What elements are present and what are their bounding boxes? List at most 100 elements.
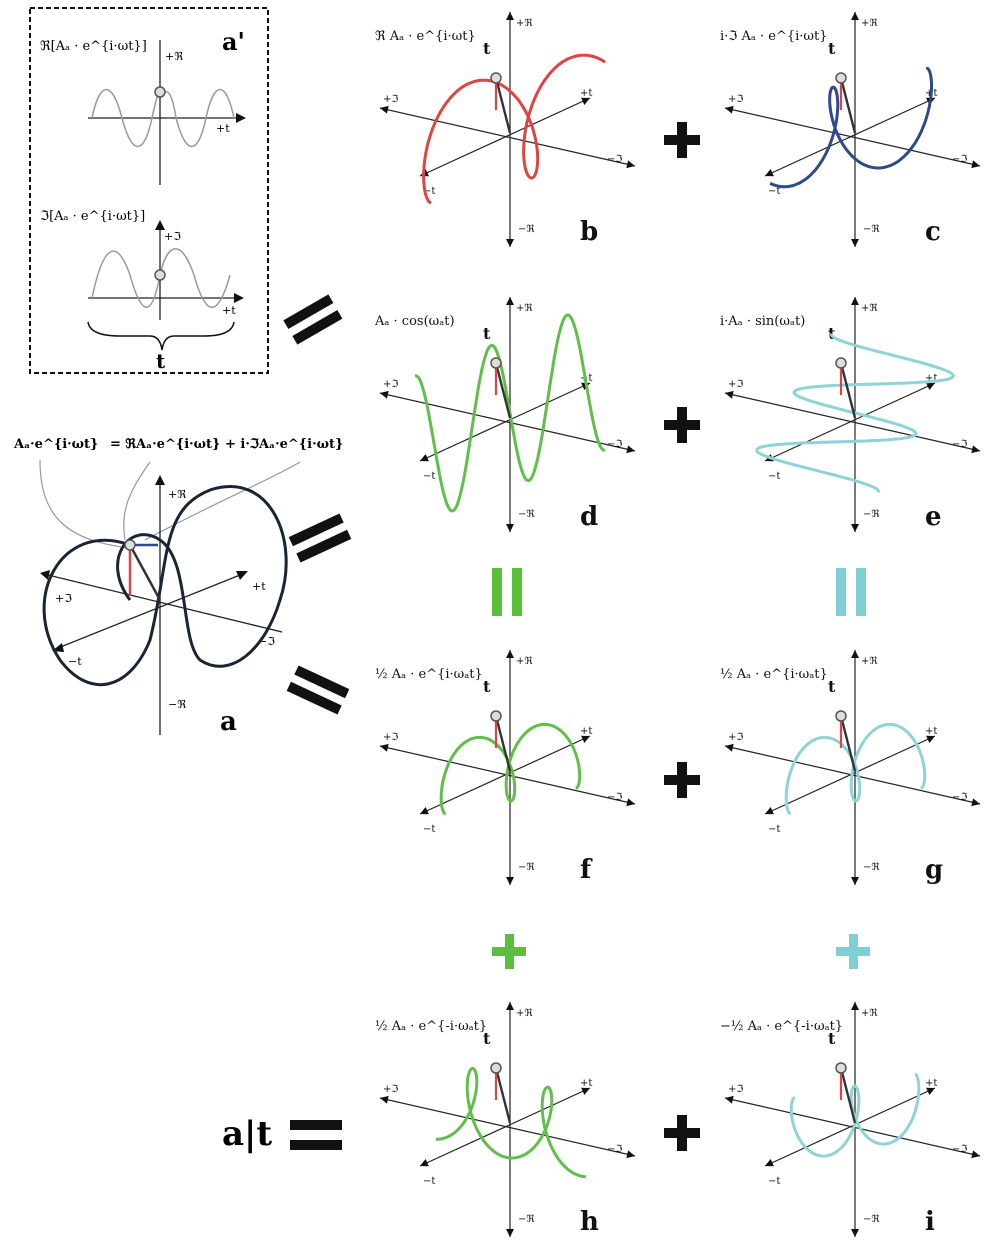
parallel-cyan — [836, 568, 866, 616]
axis-arrowhead — [971, 160, 980, 169]
panel-e-imag-axis — [724, 392, 981, 452]
panel-h-minus-t: −t — [423, 1176, 435, 1187]
panel-i-minus-re: −ℜ — [863, 1214, 880, 1225]
panel-a-equation-mid: = ℜAₐ·e^{i·ωt} — [110, 437, 220, 452]
axis-arrowhead — [506, 524, 514, 532]
panel-d-phasor — [494, 362, 512, 419]
axis-arrowhead — [926, 1087, 935, 1095]
panel-g-letter: g — [925, 855, 943, 885]
panel-h-imag-axis — [379, 1097, 636, 1157]
panel-f-tip-point — [490, 710, 502, 722]
panel-h-letter: h — [580, 1207, 599, 1237]
panel-f-phasor — [494, 715, 512, 772]
panel-f-eval-t: t — [483, 677, 491, 696]
panel-d-letter: d — [580, 502, 598, 532]
axis-arrowhead — [926, 735, 935, 743]
equals-sign-1 — [283, 294, 343, 345]
panel-g-formula: ½ Aₐ · e^{i·ωₐt} — [720, 667, 828, 682]
axis-arrowhead — [581, 97, 590, 105]
panel-d-minus-t: −t — [423, 471, 435, 482]
panel-h-curve — [435, 1066, 586, 1179]
panel-e-formula: i·Aₐ · sin(ωₐt) — [720, 314, 805, 329]
panel-d: Aₐ · cos(ωₐt)t+ℜ−ℜ+ℑ−ℑ+t−td — [374, 297, 636, 532]
inset-top-t-label: +t — [216, 122, 230, 135]
period-brace — [87, 321, 235, 351]
panel-d-formula: Aₐ · cos(ωₐt) — [374, 314, 455, 329]
panel-c-minus-re: −ℜ — [863, 224, 880, 235]
panel-c-time-axis — [764, 97, 936, 177]
panel-c-curve — [769, 66, 933, 189]
panel-g-minus-t: −t — [768, 824, 780, 835]
panel-c-minus-im: −ℑ — [952, 154, 967, 165]
axis-arrowhead — [851, 239, 859, 247]
panel-i-minus-im: −ℑ — [952, 1144, 967, 1155]
panel-c-minus-t: −t — [768, 186, 780, 197]
axis-arrowhead — [380, 1095, 389, 1104]
panel-h-plus-im: +ℑ — [383, 1084, 398, 1095]
panel-f-plus-t: +t — [580, 726, 592, 737]
axis-arrowhead — [765, 169, 774, 177]
panel-h-minus-re: −ℜ — [518, 1214, 535, 1225]
bottom-left-label: a|t — [222, 1114, 272, 1154]
axis-arrowhead — [851, 1229, 859, 1237]
panel-i-tip-point — [835, 1062, 847, 1074]
panel-b-imag-axis — [379, 107, 636, 167]
panels-layer: ℜ Aₐ · e^{i·ωt}t+ℜ−ℜ+ℑ−ℑ+t−tbi·ℑ Aₐ · e^… — [374, 12, 981, 1237]
panel-e-minus-t: −t — [768, 471, 780, 482]
panel-a-letter: a — [220, 707, 237, 737]
panel-i-time-axis — [764, 1087, 936, 1167]
axis-arrowhead — [725, 390, 734, 399]
axis-arrowhead — [506, 650, 514, 658]
axis-arrowhead — [380, 743, 389, 752]
panel-b-formula: ℜ Aₐ · e^{i·ωt} — [375, 29, 476, 44]
inset-bottom-axis-label: +ℑ — [164, 230, 181, 243]
plus-green — [492, 934, 526, 969]
panel-h-eval-t: t — [483, 1029, 491, 1048]
equals-sign-bottom — [290, 1120, 342, 1150]
a-minus-t: −t — [68, 655, 82, 668]
inset-top-formula: ℜ[Aₐ · e^{i·ωt}] — [40, 39, 147, 54]
panel-d-plus-re: +ℜ — [516, 303, 533, 314]
panel-c-formula: i·ℑ Aₐ · e^{i·ωt} — [720, 29, 828, 44]
panel-b-minus-re: −ℜ — [518, 224, 535, 235]
panel-b-phasor — [494, 77, 512, 134]
panel-e-plus-re: +ℜ — [861, 303, 878, 314]
parallel-green — [492, 568, 522, 616]
panel-i: −½ Aₐ · e^{-i·ωₐt}t+ℜ−ℜ+ℑ−ℑ+t−ti — [720, 1002, 981, 1237]
period-brace-label: t — [156, 349, 166, 373]
axis-arrowhead — [851, 524, 859, 532]
panel-b-minus-im: −ℑ — [607, 154, 622, 165]
axis-arrowhead — [506, 877, 514, 885]
panel-e-plus-t: +t — [925, 373, 937, 384]
panel-e-eval-t: t — [828, 324, 836, 343]
axis-arrowhead — [725, 1095, 734, 1104]
axis-arrowhead — [765, 1159, 774, 1167]
axis-arrowhead — [420, 807, 429, 815]
inset-bottom-t-label: +t — [222, 304, 236, 317]
axis-arrowhead — [971, 798, 980, 807]
panel-a: Aₐ·e^{i·ωt} = ℜAₐ·e^{i·ωt} + i·ℑAₐ·e^{i·… — [13, 437, 343, 737]
panel-g-plus-re: +ℜ — [861, 656, 878, 667]
panel-b-eval-t: t — [483, 39, 491, 58]
panel-h-plus-t: +t — [580, 1078, 592, 1089]
panel-e-letter: e — [925, 502, 942, 532]
panel-i-eval-t: t — [828, 1029, 836, 1048]
panel-f-plus-re: +ℜ — [516, 656, 533, 667]
axis-arrowhead — [581, 735, 590, 743]
panel-d-imag-axis — [379, 392, 636, 452]
axis-arrowhead — [420, 454, 429, 462]
panel-e-minus-im: −ℑ — [952, 439, 967, 450]
panel-i-letter: i — [925, 1207, 935, 1237]
panel-h-formula: ½ Aₐ · e^{-i·ωₐt} — [375, 1019, 487, 1034]
panel-i-minus-t: −t — [768, 1176, 780, 1187]
panel-h-minus-im: −ℑ — [607, 1144, 622, 1155]
panel-d-minus-re: −ℜ — [518, 509, 535, 520]
panel-g-tip-point — [835, 710, 847, 722]
panel-b: ℜ Aₐ · e^{i·ωt}t+ℜ−ℜ+ℑ−ℑ+t−tb — [375, 12, 636, 247]
panel-f-minus-t: −t — [423, 824, 435, 835]
axis-arrowhead — [926, 382, 935, 390]
axis-arrowhead — [851, 1002, 859, 1010]
axis-arrowhead — [725, 105, 734, 114]
panel-c-plus-re: +ℜ — [861, 18, 878, 29]
inset-top-axis-label: +ℜ — [165, 50, 183, 63]
